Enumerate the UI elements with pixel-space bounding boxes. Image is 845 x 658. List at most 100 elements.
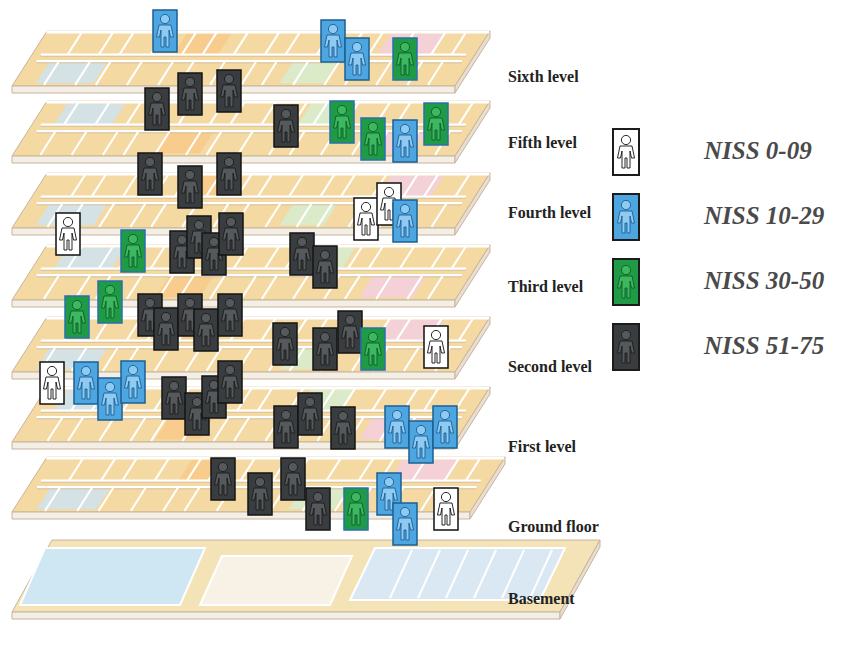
casualty-icon: [274, 105, 298, 147]
room-wall: [262, 61, 277, 85]
figure-head: [224, 157, 233, 166]
casualty-box: [65, 296, 89, 338]
room-wall: [452, 246, 466, 269]
room-wall: [99, 487, 114, 511]
room-wall: [404, 347, 419, 371]
room-wall: [72, 131, 87, 155]
casualty-icon: [434, 488, 458, 530]
casualty-icon: [313, 246, 337, 288]
basement-room: [200, 556, 352, 605]
level-label: Fourth level: [508, 204, 591, 222]
casualty-box: [338, 311, 362, 353]
figure-body: [365, 343, 382, 365]
casualty-box: [313, 328, 337, 370]
casualty-box: [290, 233, 314, 275]
figure-body: [317, 261, 334, 283]
room-wall: [64, 102, 78, 125]
casualty-icon: [424, 103, 448, 145]
room-wall: [320, 174, 334, 197]
room-wall: [96, 61, 111, 85]
room-wall: [44, 275, 59, 299]
level-label: Basement: [508, 590, 575, 608]
figure-body: [397, 518, 414, 540]
casualty-figure: [397, 507, 414, 540]
room-wall: [369, 32, 383, 55]
casualty-figure: [221, 157, 238, 190]
figure-body: [342, 326, 359, 348]
casualty-box: [393, 120, 417, 162]
casualty-icon: [393, 38, 417, 80]
slab-edge: [12, 612, 560, 619]
figure-body: [618, 341, 635, 363]
casualty-box: [40, 362, 64, 404]
legend-figure-art: [614, 325, 638, 369]
wall-shadow: [41, 270, 466, 271]
casualty-figure: [215, 462, 232, 495]
figure-head: [209, 237, 218, 246]
legend-figure: [618, 330, 635, 363]
casualty-box: [321, 20, 345, 62]
room-wall: [45, 487, 60, 511]
room-wall: [203, 32, 217, 55]
outer-wall: [46, 173, 489, 176]
room-wall: [68, 32, 82, 55]
room-wall: [432, 203, 447, 227]
figure-body: [222, 309, 239, 331]
casualty-figure: [413, 425, 430, 458]
figure-body: [223, 228, 240, 250]
casualty-box: [281, 458, 305, 500]
figure-body: [157, 25, 174, 47]
casualty-box: [298, 393, 322, 435]
casualty-box: [217, 70, 241, 112]
room-wall: [155, 347, 170, 371]
figure-head: [128, 365, 137, 374]
room-wall: [186, 131, 201, 155]
figure-body: [277, 338, 294, 360]
room-wall: [234, 417, 249, 441]
casualty-box: [56, 213, 80, 255]
figure-head: [280, 327, 289, 336]
figure-head: [400, 124, 409, 133]
casualty-box: [354, 198, 378, 240]
casualty-box: [274, 105, 298, 147]
casualty-figure: [166, 381, 183, 414]
figure-head: [416, 425, 425, 434]
room-wall: [155, 458, 169, 481]
figure-head: [47, 366, 56, 375]
casualty-figure: [125, 365, 142, 398]
room-wall: [99, 32, 113, 55]
wall-shadow: [41, 342, 466, 343]
room-wall: [131, 203, 146, 227]
casualty-box: [306, 488, 330, 530]
room-wall: [326, 458, 340, 481]
casualty-icon: [219, 213, 243, 255]
casualty-icon: [393, 200, 417, 242]
casualty-icon: [121, 361, 145, 403]
figure-head: [145, 298, 154, 307]
room-wall: [241, 61, 256, 85]
room-wall: [187, 458, 201, 481]
casualty-figure: [365, 122, 382, 155]
room-wall: [131, 487, 146, 511]
casualty-figure: [365, 332, 382, 365]
casualty-icon: [218, 294, 242, 336]
figure-body: [252, 488, 269, 510]
figure-head: [177, 235, 186, 244]
casualty-box: [194, 309, 218, 351]
casualty-icon: [306, 488, 330, 530]
basement-wall: [418, 550, 440, 598]
legend-figure: [618, 265, 635, 298]
figure-head: [338, 411, 347, 420]
level-label: Third level: [508, 278, 583, 296]
casualty-icon: [74, 362, 98, 404]
room-wall: [241, 275, 256, 299]
slab-top: [12, 101, 490, 156]
figure-head: [320, 332, 329, 341]
room-wall: [403, 174, 417, 197]
wall-shadow: [37, 348, 462, 349]
slab-top: [12, 31, 490, 86]
casualty-figure: [222, 298, 239, 331]
legend-swatch: [612, 128, 640, 176]
room-wall: [207, 131, 222, 155]
